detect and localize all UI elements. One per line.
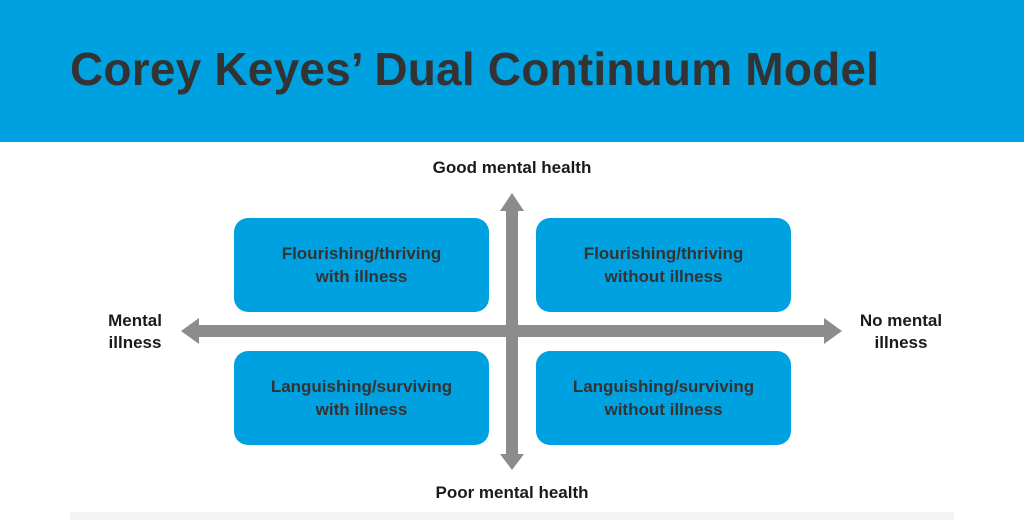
axis-label-no-mental-illness: No mental illness <box>846 310 956 354</box>
arrow-left-icon <box>181 318 199 344</box>
quadrant-text-line-2: without illness <box>604 400 723 419</box>
horizontal-axis-shaft <box>196 325 826 337</box>
quadrant-text-line-1: Flourishing/thriving <box>281 244 442 263</box>
arrow-right-icon <box>824 318 842 344</box>
quadrant-flourishing-without-illness: Flourishing/thriving without illness <box>536 218 791 312</box>
quadrant-text-line-1: Languishing/surviving <box>572 377 755 396</box>
header-bar: Corey Keyes’ Dual Continuum Model <box>0 0 1024 142</box>
axis-label-mental-illness-line-1: Mental <box>108 311 162 330</box>
axis-label-no-mental-illness-line-2: illness <box>874 333 928 352</box>
axis-label-poor-mental-health: Poor mental health <box>435 483 589 502</box>
quadrant-text-line-1: Flourishing/thriving <box>583 244 744 263</box>
slide-title: Corey Keyes’ Dual Continuum Model <box>70 43 880 95</box>
axis-label-good-mental-health: Good mental health <box>432 158 592 177</box>
quadrant-text-line-2: with illness <box>315 267 408 286</box>
quadrant-text-line-2: with illness <box>315 400 408 419</box>
quadrant-languishing-without-illness: Languishing/surviving without illness <box>536 351 791 445</box>
footer-strip <box>70 512 954 520</box>
arrow-down-icon <box>500 454 524 470</box>
axis-label-no-mental-illness-line-1: No mental <box>859 311 943 330</box>
quadrant-languishing-with-illness: Languishing/surviving with illness <box>234 351 489 445</box>
quadrant-text-line-1: Languishing/surviving <box>270 377 453 396</box>
axis-label-mental-illness-line-2: illness <box>108 333 162 352</box>
quadrant-text-line-2: without illness <box>604 267 723 286</box>
quadrant-flourishing-with-illness: Flourishing/thriving with illness <box>234 218 489 312</box>
axis-label-mental-illness: Mental illness <box>92 310 178 354</box>
arrow-up-icon <box>500 193 524 211</box>
